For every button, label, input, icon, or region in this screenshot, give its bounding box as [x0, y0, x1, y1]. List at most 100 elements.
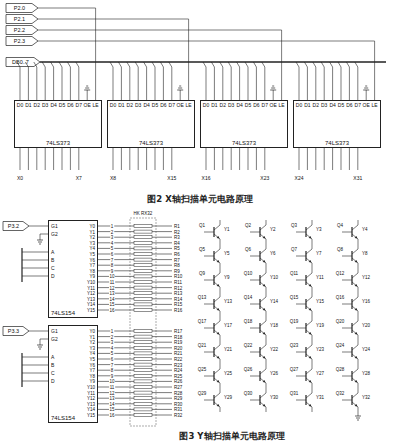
pin-number: 11 — [109, 385, 115, 390]
wire — [34, 62, 37, 100]
resistor-symbol — [134, 264, 152, 267]
port-label: P3.3 — [8, 328, 19, 334]
transistor-label: Q30 — [244, 391, 253, 396]
output-label: Y26 — [270, 371, 278, 376]
ground-symbol — [37, 240, 43, 241]
wire — [152, 282, 172, 283]
pin-label: D6 — [160, 102, 166, 108]
wire — [98, 415, 134, 416]
ground-symbol — [355, 416, 361, 417]
transistor-arrow — [263, 284, 266, 287]
pin-label: OE — [270, 102, 277, 108]
wire — [98, 392, 134, 393]
transistor-symbol — [351, 395, 352, 405]
ground-symbol — [38, 242, 42, 243]
ground-symbol — [86, 86, 88, 87]
transistor-symbol — [306, 354, 312, 364]
transistor-symbol — [214, 340, 220, 350]
data-bus — [40, 61, 386, 63]
pin-number: 4 — [110, 240, 114, 245]
wire — [42, 62, 45, 100]
transistor-symbol — [260, 316, 266, 326]
wire — [22, 357, 48, 358]
transistor-symbol — [352, 378, 358, 388]
pin-label: Y13 — [87, 401, 95, 406]
pin-number: 2 — [110, 334, 114, 339]
wire — [155, 148, 156, 170]
wire — [22, 268, 48, 269]
wire — [98, 237, 134, 238]
output-label: Y25 — [224, 371, 232, 376]
ground-symbol — [272, 86, 274, 87]
transistor-symbol — [260, 378, 266, 388]
port-label: P2.3 — [14, 38, 25, 44]
transistor-label: Q29 — [198, 391, 207, 396]
transistor-symbol — [260, 330, 266, 340]
ground-symbol — [178, 88, 182, 89]
pin-label: LE — [279, 102, 285, 108]
port-label: P2.2 — [14, 27, 25, 33]
wire — [315, 148, 316, 170]
transistor-symbol — [259, 347, 260, 357]
wire — [152, 242, 172, 243]
wire — [98, 254, 134, 255]
pin-label: Y6 — [89, 257, 95, 262]
transistor-symbol — [305, 371, 306, 381]
wire — [22, 365, 48, 366]
transistor-symbol — [260, 364, 266, 374]
pin-label: Y8 — [89, 268, 95, 273]
output-label: X24 — [295, 175, 304, 181]
output-label: Y29 — [224, 395, 232, 400]
wire — [180, 90, 181, 100]
wire — [228, 62, 231, 100]
pin-label: D4 — [236, 102, 242, 108]
output-label: Y16 — [362, 299, 370, 304]
wire — [98, 282, 134, 283]
transistor-symbol — [306, 282, 312, 292]
wire — [152, 254, 172, 255]
wire — [239, 148, 240, 170]
wire — [78, 148, 79, 170]
resistor-label: R32 — [174, 413, 182, 418]
output-label: Y4 — [362, 227, 368, 232]
transistor-symbol — [214, 282, 220, 292]
pin-label: Y3 — [89, 240, 95, 245]
wire — [152, 231, 172, 232]
transistor-symbol — [352, 306, 358, 316]
transistor-label: Q1 — [199, 223, 205, 228]
output-label: X7 — [76, 175, 82, 181]
output-label: Y19 — [316, 323, 324, 328]
wire — [38, 30, 282, 100]
pin-label: Y7 — [89, 368, 95, 373]
output-label: Y5 — [224, 251, 230, 256]
transistor-label: Q4 — [337, 223, 343, 228]
transistor-symbol — [306, 306, 312, 316]
wire — [357, 148, 358, 170]
wire — [45, 148, 46, 170]
transistor-symbol — [306, 244, 312, 254]
transistor-arrow — [355, 332, 358, 335]
transistor-symbol — [259, 371, 260, 381]
pin-label: D0 — [296, 102, 302, 108]
pin-label: D5 — [245, 102, 251, 108]
output-label: Y2 — [270, 227, 276, 232]
transistor-label: Q15 — [290, 295, 299, 300]
transistor-label: Q10 — [244, 271, 253, 276]
transistor-label: Q13 — [198, 295, 207, 300]
transistor-label: Q22 — [244, 343, 253, 348]
wire — [152, 293, 172, 294]
wire — [152, 381, 172, 382]
transistor-symbol — [204, 376, 214, 377]
transistor-symbol — [351, 275, 352, 285]
pin-label: C — [51, 265, 55, 271]
wire — [40, 234, 48, 240]
transistor-symbol — [260, 220, 266, 230]
pin-number: 9 — [110, 373, 114, 378]
pin-label: Y5 — [89, 357, 95, 362]
wire — [29, 331, 48, 332]
pin-label: D0 — [110, 102, 116, 108]
port-terminal — [6, 15, 38, 24]
pin-number: 7 — [110, 257, 114, 262]
transistor-symbol — [250, 304, 260, 305]
output-label: Y15 — [316, 299, 324, 304]
